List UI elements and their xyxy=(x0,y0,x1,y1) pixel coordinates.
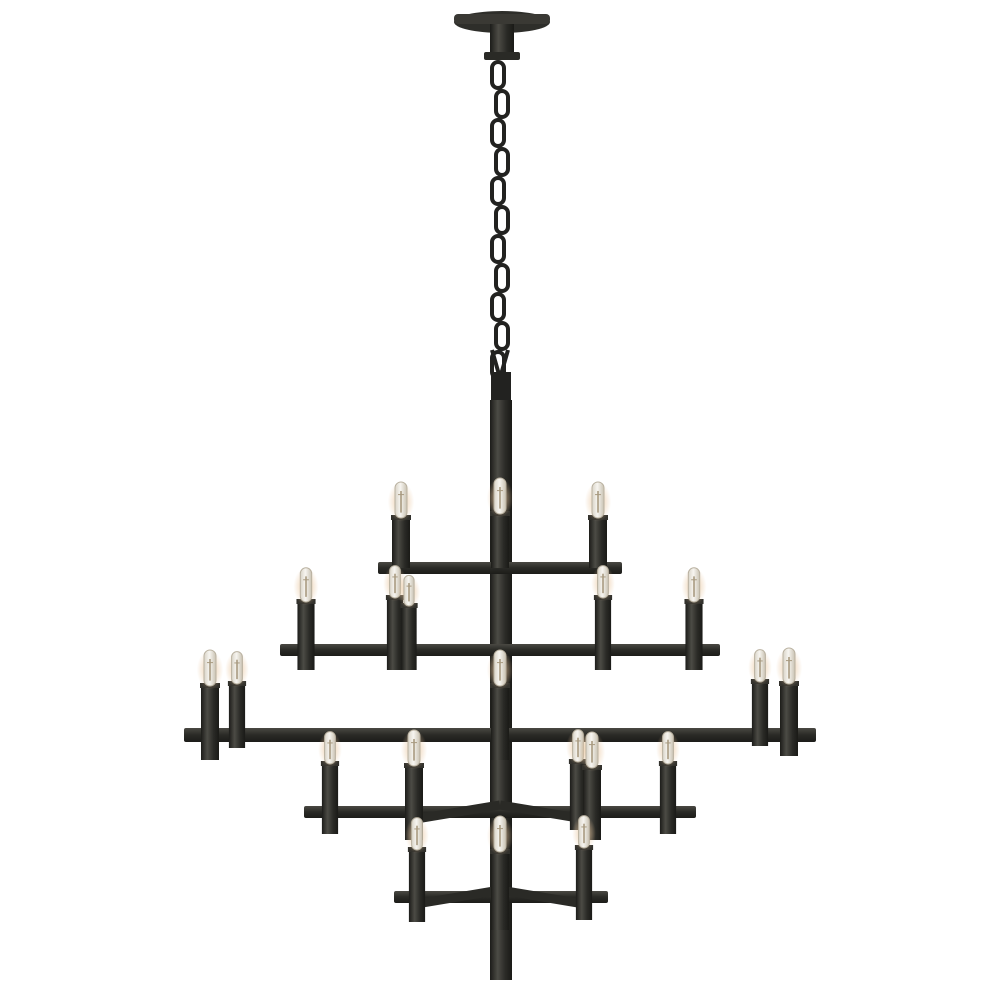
candle-light xyxy=(225,651,249,748)
chain-link xyxy=(494,321,510,351)
candle-light xyxy=(397,574,421,670)
candle-light xyxy=(486,649,514,760)
candle-light xyxy=(486,815,514,930)
candle-light xyxy=(387,481,415,568)
candle-light xyxy=(578,731,606,840)
candle-lights xyxy=(196,477,803,930)
chain-link xyxy=(490,292,506,322)
ceiling-canopy xyxy=(454,11,550,60)
chain xyxy=(490,60,510,386)
candle-light xyxy=(591,565,615,670)
candle-light xyxy=(748,649,772,746)
chain-link xyxy=(490,234,506,264)
chain-link xyxy=(490,60,506,90)
chain-link xyxy=(490,176,506,206)
candle-light xyxy=(318,731,342,834)
chain-link xyxy=(494,205,510,235)
candle-light xyxy=(405,817,429,922)
chain-link xyxy=(494,263,510,293)
candle-light xyxy=(681,567,707,670)
candle-light xyxy=(775,647,803,756)
candle-light xyxy=(486,477,514,568)
chain-link xyxy=(490,118,506,148)
chain-link xyxy=(494,147,510,177)
candle-light xyxy=(584,481,612,568)
candle-light xyxy=(196,649,224,760)
chain-link xyxy=(494,89,510,119)
candle-light xyxy=(656,731,680,834)
candle-light xyxy=(293,567,319,670)
candle-light xyxy=(572,815,596,920)
